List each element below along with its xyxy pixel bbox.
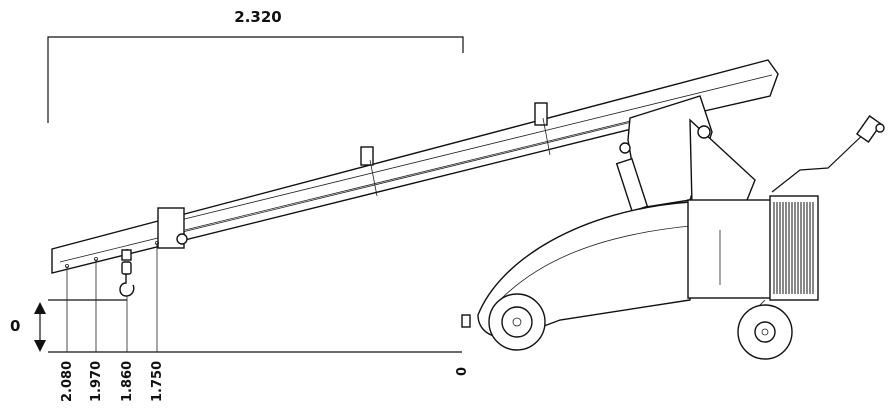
hook-curve [119, 274, 135, 297]
cylinder-pivot [619, 142, 631, 154]
hook [119, 249, 135, 297]
reach-label: 2.320 [234, 8, 281, 26]
height-label-4: 1.750 [150, 361, 165, 402]
hook-swivel [121, 261, 132, 275]
guide-cable-middle [369, 159, 378, 197]
hook-block [121, 249, 132, 261]
guide-cable-rear [542, 117, 551, 156]
travel-label: 0 [10, 317, 20, 335]
boom [51, 59, 779, 274]
zero-mark-label: 0 [455, 367, 470, 376]
travel-dimension: 0 [10, 302, 46, 352]
front-hub [512, 317, 522, 327]
handle-grip [855, 114, 883, 144]
handle-arm [771, 127, 871, 193]
height-label-1: 2.080 [60, 361, 75, 402]
height-label-2: 1.970 [89, 361, 104, 402]
rear-rim [754, 321, 776, 343]
front-bumper [461, 314, 471, 328]
reach-dimension: 2.320 [47, 8, 464, 123]
battery-grille [773, 202, 814, 294]
control-handle [771, 114, 885, 193]
travel-arrow-up [34, 302, 46, 314]
height-label-3: 1.860 [120, 361, 135, 402]
boom-centerline [59, 119, 641, 263]
front-rim [501, 306, 533, 338]
rear-hub [761, 328, 769, 336]
rear-wheel [737, 299, 793, 360]
boom-pin-front [176, 233, 188, 245]
reach-bracket-line [47, 36, 464, 123]
counterweight-housing [687, 199, 779, 299]
height-dimensions: 2.080 1.970 1.860 1.750 0 [48, 243, 470, 402]
boom-rail-lower [184, 103, 701, 231]
travel-arrow-down [34, 340, 46, 352]
handle-knob [875, 123, 885, 133]
boom-guide-middle [360, 146, 374, 166]
boom-rail-upper [159, 74, 773, 226]
mast-pivot [697, 125, 711, 139]
front-wheel [488, 293, 546, 351]
boom-guide-rear [534, 102, 548, 126]
chassis-contour [499, 225, 691, 301]
